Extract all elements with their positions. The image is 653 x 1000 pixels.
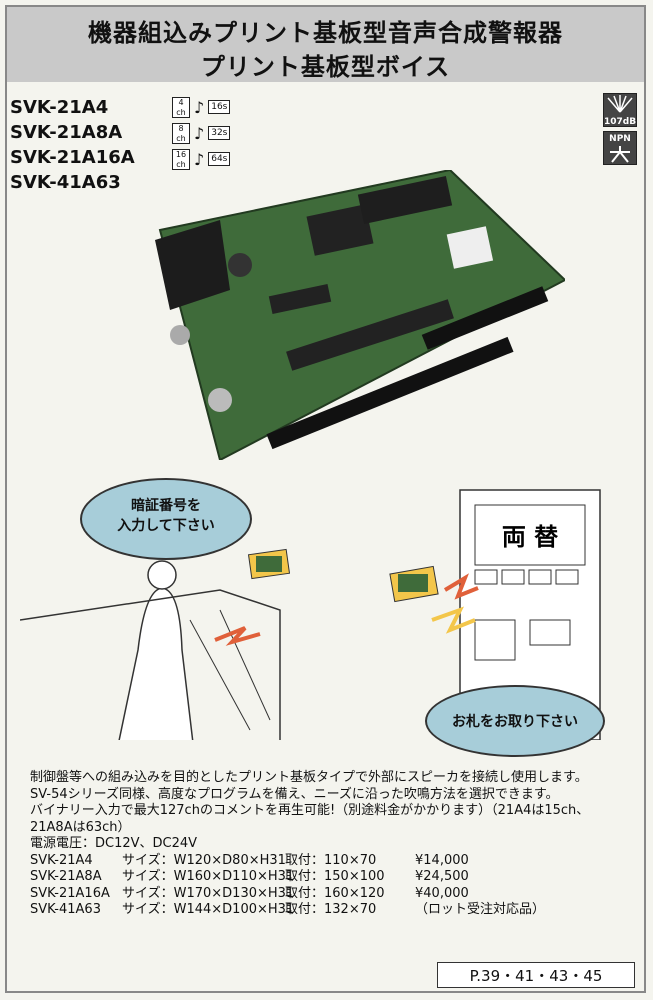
usage-illustration: 両 替	[20, 489, 601, 740]
page-title: 機器組込みプリント基板型音声合成警報器	[88, 19, 563, 47]
npn-output-icon: NPN	[603, 131, 637, 165]
duration-badge: 16s	[208, 100, 231, 114]
model-item: SVK-21A8A	[10, 122, 123, 143]
model-item: SVK-41A63	[10, 172, 121, 193]
description-line: 制御盤等への組み込みを目的としたプリント基板タイプで外部にスピーカを接続し使用し…	[30, 770, 588, 785]
volume-icon: 107dB	[603, 93, 637, 127]
duration-badge: 64s	[208, 152, 231, 166]
product-description: 制御盤等への組み込みを目的としたプリント基板タイプで外部にスピーカを接続し使用し…	[30, 770, 650, 919]
exchange-sign: 両 替	[502, 523, 558, 551]
title-header: 機器組込みプリント基板型音声合成警報器 プリント基板型ボイス	[7, 7, 644, 82]
description-line: SV-54シリーズ同様、高度なプログラムを備え、ニーズに沿った吹鳴方法を選択でき…	[30, 786, 559, 802]
description-line: 電源電圧：DC12V、DC24V	[30, 836, 198, 851]
speaker-icon: ♪	[194, 149, 205, 169]
description-line: 21A8Aは63ch）	[30, 819, 131, 835]
page-reference: P.39・41・43・45	[437, 962, 635, 988]
model-item: SVK-21A16A	[10, 147, 135, 168]
speaker-icon: ♪	[194, 97, 205, 117]
page-frame	[5, 5, 646, 993]
description-line: バイナリー入力で最大127chのコメントを再生可能!（別途料金がかかります）（2…	[30, 803, 590, 818]
model-item: SVK-21A4	[10, 97, 109, 118]
pcb-photo	[155, 170, 565, 460]
duration-badge: 32s	[208, 126, 231, 140]
speaker-icon: ♪	[194, 123, 205, 143]
pin-prompt-bubble: 暗証番号を 入力して下さい	[80, 478, 252, 560]
feature-icons: 107dB NPN	[603, 93, 637, 169]
banknote-prompt-bubble: お札をお取り下さい	[425, 685, 605, 757]
model-list: SVK-21A4 SVK-21A8A SVK-21A16A SVK-41A63	[10, 95, 135, 195]
page-subtitle: プリント基板型ボイス	[200, 53, 451, 81]
